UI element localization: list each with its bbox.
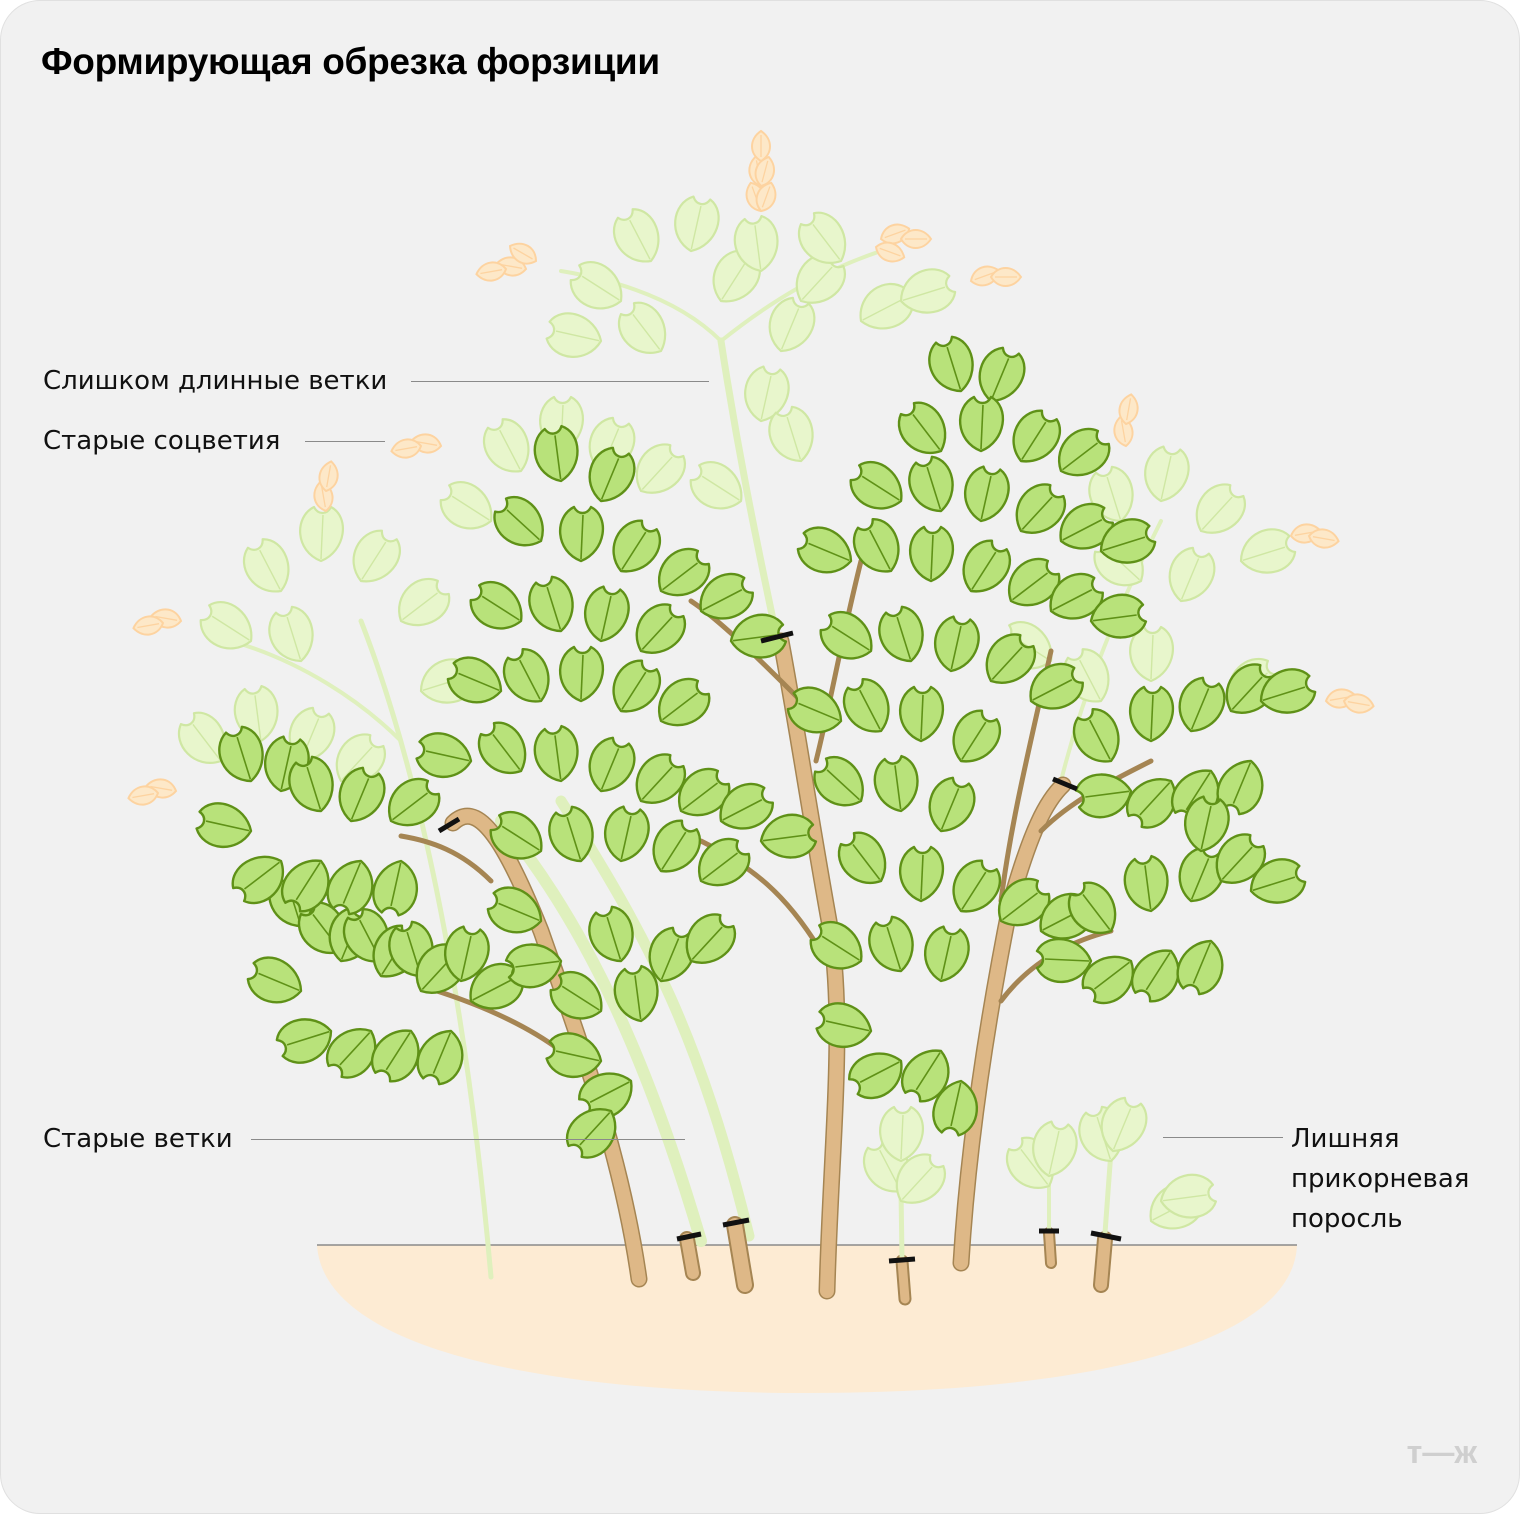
label-old-branches: Старые ветки xyxy=(43,1124,233,1154)
basal-shoots xyxy=(854,1092,1220,1258)
leader-old-branches xyxy=(251,1139,685,1140)
label-excess-growth-line: поросль xyxy=(1291,1204,1403,1234)
brand-logo: т—ж xyxy=(1406,1434,1477,1470)
faded-branches xyxy=(229,249,1163,1280)
page-title: Формирующая обрезка форзиции xyxy=(41,41,660,82)
label-old-blooms: Старые соцветия xyxy=(43,426,281,456)
label-excess-growth-line: Лишняя xyxy=(1291,1124,1400,1154)
cut-stumps xyxy=(679,1216,1113,1306)
leader-too-long-branches xyxy=(411,381,709,382)
label-excess-growth-line: прикорневая xyxy=(1291,1164,1470,1194)
soil xyxy=(317,1245,1297,1393)
cut-marks xyxy=(437,630,1122,1264)
leader-excess-growth xyxy=(1163,1137,1283,1138)
label-too-long-branches: Слишком длинные ветки xyxy=(43,366,388,396)
label-excess-growth: Лишняя прикорневая поросль xyxy=(1291,1119,1469,1239)
leader-old-blooms xyxy=(305,441,385,442)
